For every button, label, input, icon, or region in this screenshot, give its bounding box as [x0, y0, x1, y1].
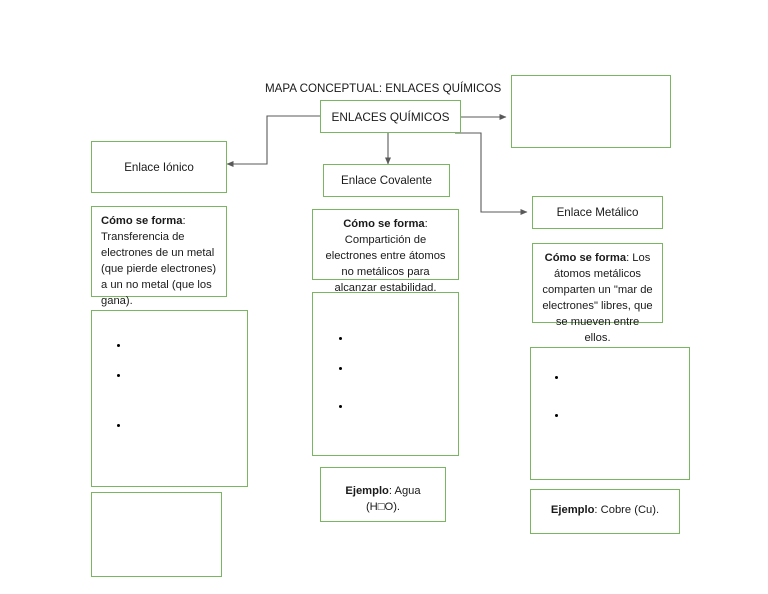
covalent-example-text: Ejemplo: Agua (H□O). [321, 468, 445, 523]
metallic-description-text: Cómo se forma: Los átomos metálicos comp… [533, 244, 662, 353]
metallic-example-text: Ejemplo: Cobre (Cu). [531, 490, 679, 526]
metallic-bullet-box [530, 347, 690, 480]
node-enlace-metalico-label: Enlace Metálico [556, 206, 639, 219]
ionic-description-body: : Transferencia de electrones de un meta… [101, 215, 217, 307]
metallic-example-body: : Cobre (Cu). [594, 504, 660, 516]
ionic-description-lead: Cómo se forma [101, 215, 183, 227]
covalent-description-lead: Cómo se forma [343, 218, 425, 230]
empty-box-top-right-text [512, 76, 670, 90]
list-item [339, 367, 449, 405]
ionic-description-box: Cómo se forma: Transferencia de electron… [91, 206, 227, 307]
list-item [117, 344, 237, 374]
covalent-description-box: Cómo se forma: Compartición de electrone… [312, 209, 459, 294]
node-enlace-ionico-label: Enlace Iónico [124, 160, 194, 174]
node-enlace-ionico[interactable]: Enlace Iónico [91, 141, 227, 193]
metallic-description-lead: Cómo se forma [544, 252, 627, 264]
covalent-example-box: Ejemplo: Agua (H□O). [320, 467, 446, 522]
ionic-bullet-box [91, 310, 248, 487]
ionic-empty-box-text [92, 493, 221, 507]
list-item [339, 337, 449, 367]
list-item [555, 376, 675, 414]
covalent-description-text: Cómo se forma: Compartición de electrone… [313, 210, 458, 304]
empty-box-top-right[interactable] [511, 75, 671, 148]
node-enlace-covalente[interactable]: Enlace Covalente [323, 164, 450, 197]
covalent-example-lead: Ejemplo [345, 485, 389, 497]
list-item [555, 414, 675, 434]
node-enlaces-quimicos-label: ENLACES QUÍMICOS [331, 109, 450, 124]
covalent-description-body: : Compartición de electrones entre átomo… [325, 218, 446, 294]
metallic-bullet-list [555, 376, 675, 434]
node-enlace-metalico[interactable]: Enlace Metálico [532, 196, 663, 229]
arrow-root-to-ionic [226, 115, 320, 167]
list-item [117, 374, 237, 424]
ionic-description-text: Cómo se forma: Transferencia de electron… [92, 207, 226, 316]
list-item [339, 405, 449, 425]
node-enlace-covalente-label: Enlace Covalente [341, 174, 432, 187]
ionic-bullet-list [117, 344, 237, 444]
list-item [117, 424, 237, 444]
covalent-example-body: : Agua (H□O). [365, 485, 421, 513]
page-title: MAPA CONCEPTUAL: ENLACES QUÍMICOS [265, 82, 502, 95]
node-enlaces-quimicos[interactable]: ENLACES QUÍMICOS [320, 100, 461, 133]
ionic-empty-box [91, 492, 222, 577]
metallic-description-body: : Los átomos metálicos comparten un "mar… [542, 252, 653, 344]
metallic-example-lead: Ejemplo [550, 504, 595, 516]
covalent-bullet-box [312, 292, 459, 456]
metallic-description-box: Cómo se forma: Los átomos metálicos comp… [532, 243, 663, 344]
metallic-example-box: Ejemplo: Cobre (Cu). [530, 489, 680, 534]
covalent-bullet-list [339, 337, 449, 425]
